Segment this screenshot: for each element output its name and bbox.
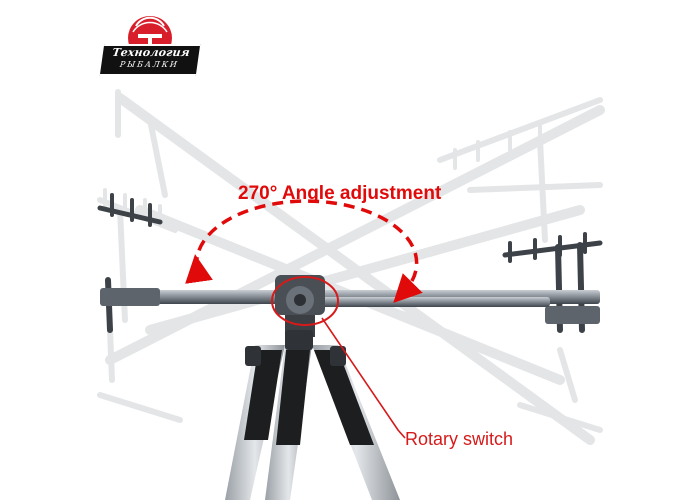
logo-text-band: Технология РЫБАЛКИ: [99, 44, 201, 76]
ghost-positions: [97, 89, 605, 445]
rotary-switch-highlight: [271, 276, 339, 326]
tripod-legs: [225, 330, 400, 500]
rotary-switch-label: Rotary switch: [405, 429, 514, 449]
angle-arc: [185, 199, 423, 304]
rotary-switch-pointer: [321, 317, 406, 439]
angle-adjustment-title: 270° Angle adjustment: [238, 183, 442, 204]
logo-line-1: Технология: [111, 46, 191, 59]
left-buzz-bar: [97, 193, 163, 333]
logo-line-2: РЫБАЛКИ: [119, 60, 180, 69]
brand-logo: Технология РЫБАЛКИ: [99, 12, 201, 76]
